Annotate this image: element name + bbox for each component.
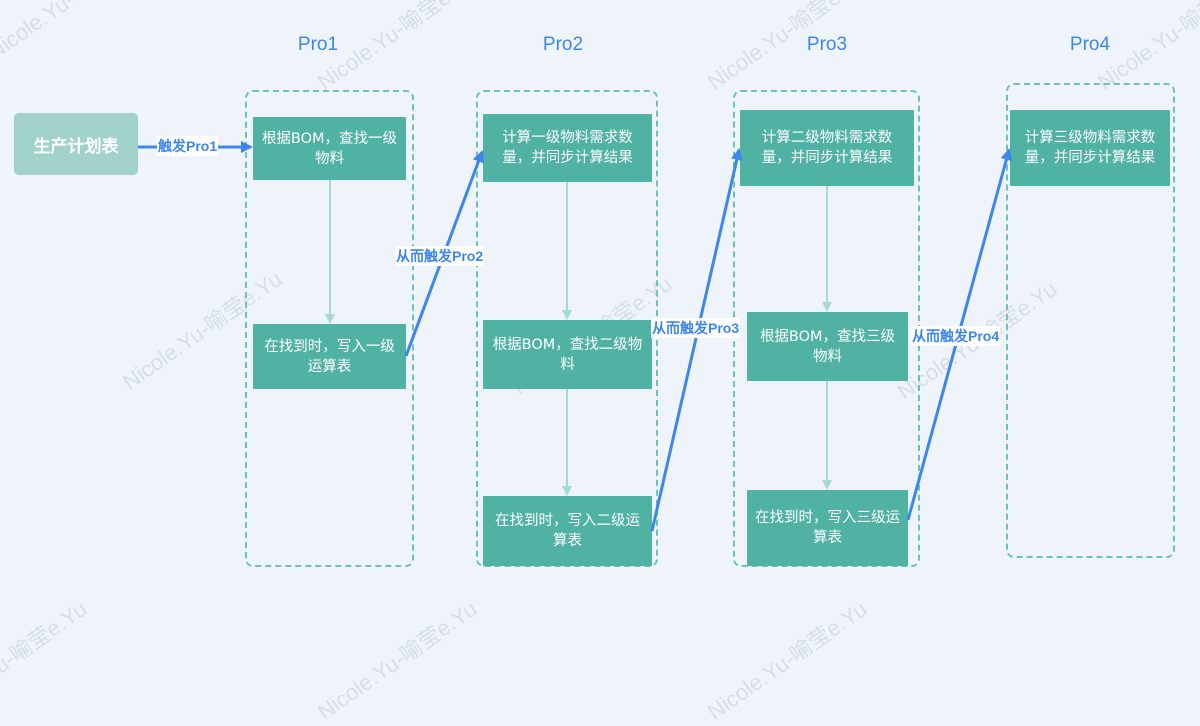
lane-title-pro2: Pro2	[542, 34, 584, 55]
lane-title-pro1: Pro1	[297, 34, 339, 55]
lane-title-pro3: Pro3	[806, 34, 848, 55]
node-label: 在找到时，写入三级运算表	[755, 510, 900, 546]
node-label: 在找到时，写入二级运算表	[495, 513, 640, 549]
trigger-label-pro2: 从而触发Pro2	[395, 246, 485, 266]
start-node-label: 生产计划表	[33, 136, 119, 157]
watermark: Nicole.Yu-喻莹e.Yu	[312, 596, 482, 725]
node-label: 计算二级物料需求数量，并同步计算结果	[761, 130, 893, 166]
trigger-arrow-pro3	[650, 148, 743, 532]
lane-title-pro4: Pro4	[1069, 34, 1111, 55]
node-label: 在找到时，写入一级运算表	[264, 338, 395, 375]
node-label: 根据BOM，查找三级物料	[759, 328, 896, 365]
start-node-production-plan[interactable]: 生产计划表	[14, 113, 138, 175]
node-pro2-find-level2[interactable]: 根据BOM，查找二级物料	[483, 320, 652, 389]
trigger-label-pro3: 从而触发Pro3	[651, 318, 741, 338]
node-label: 计算一级物料需求数量，并同步计算结果	[502, 130, 633, 166]
node-pro3-calc-level2[interactable]: 计算二级物料需求数量，并同步计算结果	[740, 110, 914, 186]
watermark: Nicole.Yu-喻莹e.Yu	[0, 596, 92, 725]
lane-pro4	[1006, 83, 1175, 558]
node-label: 根据BOM，查找二级物料	[492, 336, 643, 373]
node-pro2-write-level2[interactable]: 在找到时，写入二级运算表	[483, 496, 652, 566]
node-pro4-calc-level3[interactable]: 计算三级物料需求数量，并同步计算结果	[1010, 110, 1170, 186]
edges-layer	[138, 141, 1013, 532]
node-label: 根据BOM，查找一级物料	[261, 130, 398, 167]
node-pro1-write-level1[interactable]: 在找到时，写入一级运算表	[253, 324, 406, 389]
node-label: 计算三级物料需求数量，并同步计算结果	[1024, 130, 1156, 166]
node-pro1-find-level1[interactable]: 根据BOM，查找一级物料	[253, 117, 406, 180]
node-pro3-find-level3[interactable]: 根据BOM，查找三级物料	[747, 312, 908, 381]
node-pro3-write-level3[interactable]: 在找到时，写入三级运算表	[747, 490, 908, 566]
trigger-label-pro4: 从而触发Pro4	[911, 326, 1001, 346]
lane-pro1	[245, 90, 414, 567]
trigger-label-pro1: 触发Pro1	[157, 136, 219, 156]
node-pro2-calc-level1[interactable]: 计算一级物料需求数量，并同步计算结果	[483, 114, 652, 182]
watermark: Nicole.Yu-喻莹e.Yu	[702, 596, 872, 725]
